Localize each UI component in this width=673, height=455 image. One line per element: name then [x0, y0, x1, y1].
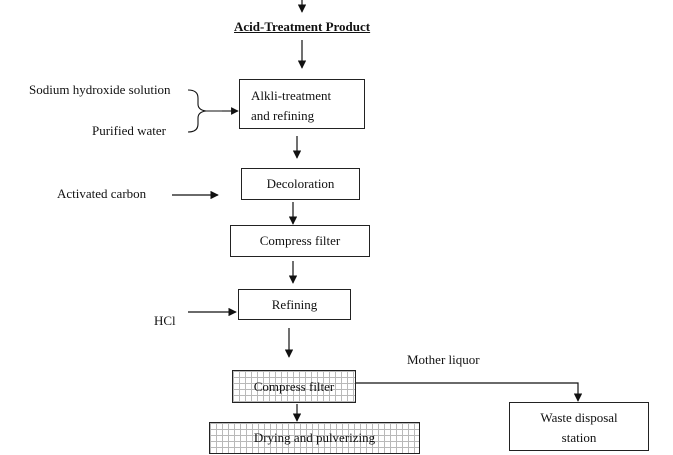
input-activated-carbon: Activated carbon	[57, 186, 147, 201]
input-purified-water: Purified water	[92, 123, 167, 138]
arrow-mother-liquor	[356, 382, 583, 402]
step-compress-filter-2: Compress filter	[232, 370, 356, 403]
step-drying-label: Drying and pulverizing	[253, 430, 376, 445]
step-alkali-line-1: Alkli-treatment	[251, 88, 332, 103]
step-compress-filter-1: Compress filter	[230, 225, 370, 257]
step-waste-line-1: Waste disposal	[540, 410, 618, 425]
step-waste-line-2: station	[561, 430, 597, 445]
step-alkali-line-2: and refining	[251, 108, 315, 123]
step-decoloration: Decoloration	[241, 168, 360, 200]
input-brace	[187, 89, 236, 133]
step-compress-filter-2-label: Compress filter	[253, 378, 335, 394]
page-title: Acid-Treatment Product	[234, 19, 371, 34]
output-mother-liquor: Mother liquor	[407, 352, 480, 367]
step-alkali-treatment: Alkli-treatment and refining	[239, 79, 365, 129]
step-waste-disposal: Waste disposal station	[509, 402, 649, 451]
step-drying-pulverizing: Drying and pulverizing	[209, 422, 420, 454]
step-refining: Refining	[238, 289, 351, 320]
input-hcl: HCl	[154, 313, 176, 328]
input-sodium-hydroxide: Sodium hydroxide solution	[29, 82, 171, 97]
